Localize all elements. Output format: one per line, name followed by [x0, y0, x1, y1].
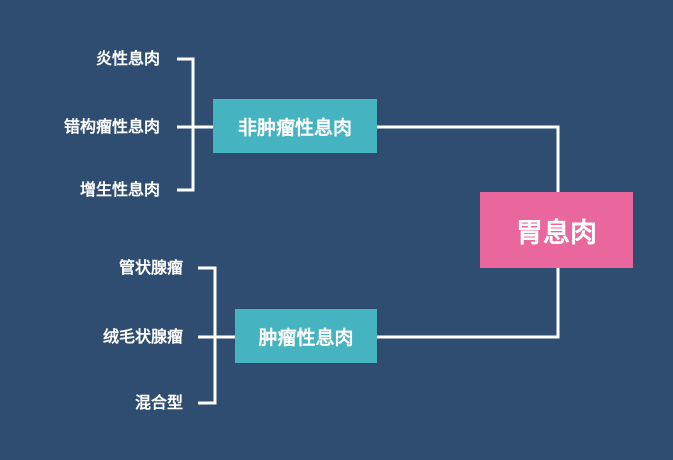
- leaf-hamartomatous-polyp: 错构瘤性息肉: [63, 117, 160, 136]
- group-box-non-neoplastic: 非肿瘤性息肉: [213, 99, 377, 153]
- leaf-inflammatory-polyp: 炎性息肉: [95, 49, 160, 68]
- root-box-gastric-polyp: 胃息肉: [480, 192, 633, 268]
- bracket-non-neoplastic: [177, 57, 213, 192]
- group-box-neoplastic: 肿瘤性息肉: [235, 309, 377, 363]
- leaf-hyperplastic-polyp: 增生性息肉: [79, 180, 160, 199]
- bracket-neoplastic: [198, 266, 235, 405]
- connector-neoplastic-to-root: [377, 268, 560, 339]
- leaf-tubular-adenoma: 管状腺瘤: [118, 258, 183, 277]
- connector-non-neoplastic-to-root: [377, 125, 560, 192]
- leaf-villous-adenoma: 绒毛状腺瘤: [102, 327, 183, 346]
- leaf-mixed-type: 混合型: [134, 393, 183, 412]
